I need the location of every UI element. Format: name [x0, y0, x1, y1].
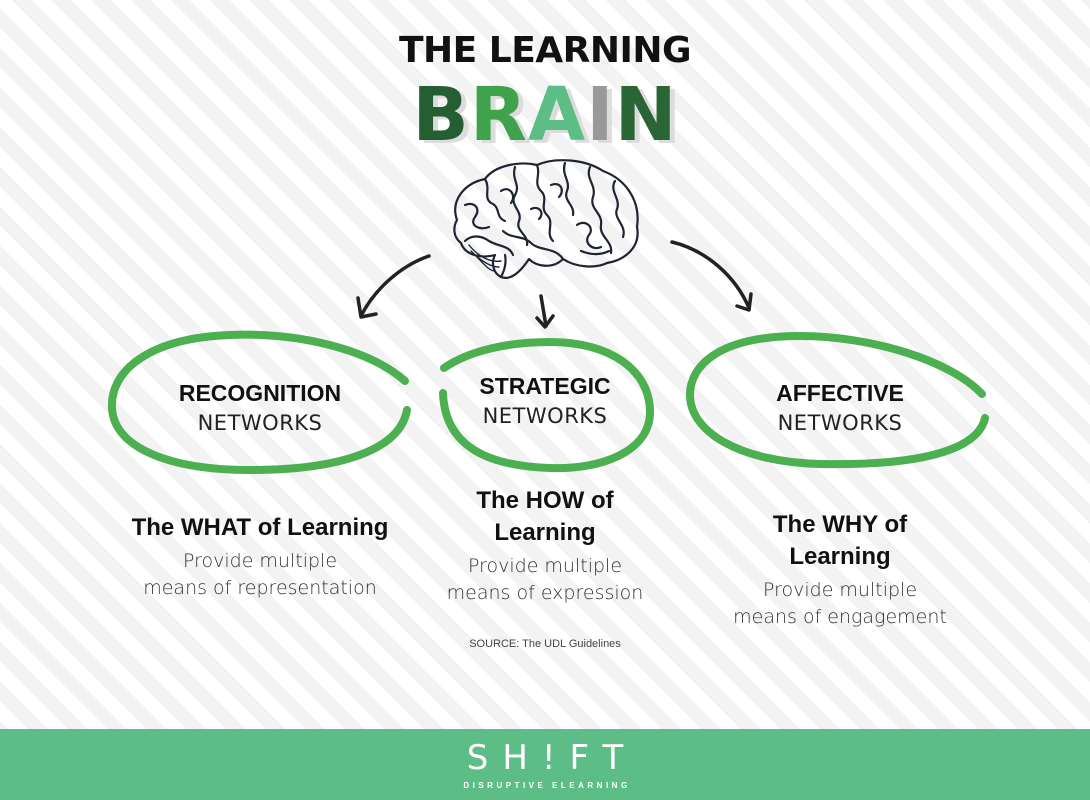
recognition-subtitle: NETWORKS [197, 411, 323, 435]
affective-subtitle: NETWORKS [777, 411, 903, 435]
strategic-heading-line-1: The HOW of [476, 487, 614, 514]
title-letter-r: R [469, 72, 528, 158]
title-letter-a: A [527, 72, 587, 158]
brain-icon [453, 159, 639, 279]
affective-title: AFFECTIVE [776, 380, 904, 406]
affective-body-line-1: Provide multiple [762, 579, 918, 601]
footer-banner: SH!FT DISRUPTIVE ELEARNING [0, 729, 1090, 800]
strategic-description: The HOW of Learning Provide multiple mea… [430, 485, 660, 607]
arrow-left-down-icon [356, 254, 431, 319]
title-brain: BRAIN [0, 70, 1090, 160]
title-letter-b: B [412, 72, 470, 158]
strategic-body-line-2: means of expression [446, 582, 644, 604]
recognition-title: RECOGNITION [178, 380, 342, 406]
strategic-networks-label: STRATEGIC NETWORKS [450, 373, 640, 428]
strategic-subtitle: NETWORKS [482, 404, 608, 428]
affective-description: The WHY of Learning Provide multiple mea… [715, 509, 965, 631]
title-line-1: THE LEARNING [398, 30, 692, 71]
arrow-right-down-icon [670, 240, 753, 312]
affective-heading-line-2: Learning [789, 543, 891, 570]
strategic-title: STRATEGIC [479, 373, 611, 399]
recognition-networks-label: RECOGNITION NETWORKS [140, 380, 380, 435]
title-letter-n: N [614, 72, 678, 158]
source-citation: SOURCE: The UDL Guidelines [469, 638, 621, 650]
affective-heading-line-1: The WHY of [772, 511, 908, 538]
shift-logo: SH!FT [466, 738, 638, 778]
title-letter-i: I [586, 72, 615, 158]
affective-networks-label: AFFECTIVE NETWORKS [720, 380, 960, 435]
affective-body-line-2: means of engagement [733, 606, 947, 628]
recognition-description: The WHAT of Learning Provide multiple me… [100, 512, 420, 602]
arrow-down-icon [535, 294, 555, 329]
recognition-body-line-2: means of representation [143, 577, 377, 599]
strategic-heading-line-2: Learning [494, 519, 596, 546]
recognition-body-line-1: Provide multiple [182, 550, 338, 572]
strategic-body-line-1: Provide multiple [467, 555, 623, 577]
shift-tagline: DISRUPTIVE ELEARNING [463, 781, 631, 790]
recognition-heading: The WHAT of Learning [131, 514, 389, 541]
